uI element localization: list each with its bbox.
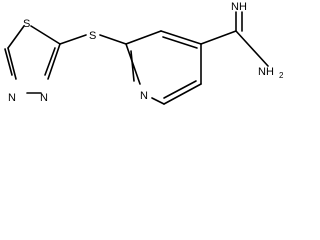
bond-n4-c5 (7, 47, 17, 80)
bond-n4-c5-double (4, 48, 13, 76)
bond-camidine-nh2 (235, 30, 269, 67)
bond-c5-s1 (7, 25, 25, 49)
bond-c6py-npy (151, 97, 165, 105)
atom-label-amine-subscript: 2 (279, 71, 284, 80)
molecule-structure: S S N N N NH NH 2 (4, 1, 284, 105)
bond-c4py-camidine (200, 30, 237, 45)
atom-label-thiadiazole-s: S (23, 18, 30, 30)
atom-label-amine-nh2: NH (258, 66, 274, 78)
bond-npy-c2py-double (130, 50, 135, 82)
atom-label-imine-nh: NH (231, 1, 247, 13)
bond-c5py-c6py-double (163, 80, 197, 99)
structure-canvas: S S N N N NH NH 2 (4, 1, 284, 105)
atom-label-thiadiazole-n2: N (40, 92, 48, 104)
bond-c3py-c4py (160, 30, 202, 45)
bond-c2-n3 (47, 43, 61, 80)
bond-s-c2py (99, 34, 127, 45)
bond-c2-n3-double (44, 47, 56, 76)
bond-s1-c2 (30, 25, 61, 45)
bond-c2-s (59, 34, 87, 45)
bond-c5py-c6py (163, 83, 202, 105)
atom-label-pyridine-n: N (140, 90, 148, 102)
bond-c2py-c3py (125, 30, 162, 45)
atom-label-thiadiazole-n1: N (8, 92, 16, 104)
bond-c3py-c4py-double (162, 36, 198, 49)
atom-label-thioether-s: S (89, 30, 96, 42)
